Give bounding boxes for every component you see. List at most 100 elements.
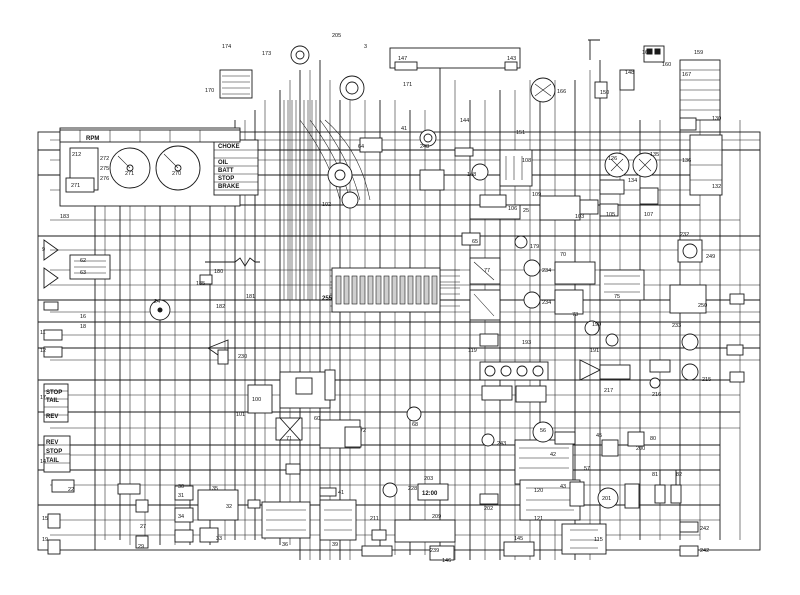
ref-80: 80 xyxy=(650,436,656,442)
ref-81: 81 xyxy=(652,472,658,478)
fuse-row xyxy=(335,275,438,305)
ref-121: 121 xyxy=(534,516,543,522)
ref-174: 174 xyxy=(222,44,231,50)
ref-181: 181 xyxy=(246,294,255,300)
right-components xyxy=(461,232,745,389)
ref-250: 250 xyxy=(698,303,707,309)
label-batt: BATT xyxy=(218,168,234,174)
ref-234a: 234 xyxy=(542,268,551,274)
ref-143: 143 xyxy=(507,56,516,62)
ref-239: 239 xyxy=(430,548,439,554)
ref-9: 9 xyxy=(42,247,45,253)
ref-100: 100 xyxy=(252,397,261,403)
ref-182: 182 xyxy=(216,304,225,310)
lower-left-components xyxy=(117,463,393,557)
ref-170: 170 xyxy=(205,88,214,94)
lamp-cluster xyxy=(479,361,549,403)
dial-label-271b: 271 xyxy=(125,171,134,177)
ref-39: 39 xyxy=(332,542,338,548)
ref-242b: 242 xyxy=(700,548,709,554)
ref-73: 73 xyxy=(572,312,578,318)
ref-144: 144 xyxy=(460,118,469,124)
ref-145: 145 xyxy=(514,536,523,542)
ref-135: 135 xyxy=(650,152,659,158)
ref-132: 132 xyxy=(712,184,721,190)
ref-205: 205 xyxy=(332,33,341,39)
ref-193: 193 xyxy=(522,340,531,346)
label-rpm: RPM xyxy=(86,136,99,142)
ref-243: 243 xyxy=(497,441,506,447)
dial-label-271: 271 xyxy=(71,183,80,189)
ref-275: 275 xyxy=(100,166,109,172)
ref-102: 102 xyxy=(322,202,331,208)
ref-148: 148 xyxy=(625,70,634,76)
connector-label-255: 255 xyxy=(322,296,333,302)
ref-65: 65 xyxy=(472,239,478,245)
ref-32: 32 xyxy=(226,504,232,510)
ref-171: 171 xyxy=(403,82,412,88)
ref-29: 29 xyxy=(138,544,144,550)
ref-249: 249 xyxy=(706,254,715,260)
ref-191: 191 xyxy=(590,348,599,354)
ref-200: 200 xyxy=(636,446,645,452)
ref-34: 34 xyxy=(178,514,184,520)
side-rev-2: REV xyxy=(46,440,58,446)
ref-217: 217 xyxy=(604,388,613,394)
ref-134: 134 xyxy=(628,178,637,184)
fuse-box: 255 xyxy=(322,267,441,313)
ref-70: 70 xyxy=(560,252,566,258)
ref-161: 161 xyxy=(642,50,651,56)
ref-272: 272 xyxy=(100,156,109,162)
side-tail-1: TAIL xyxy=(46,398,59,404)
ref-160: 160 xyxy=(662,62,671,68)
ref-31: 31 xyxy=(178,493,184,499)
ref-25: 25 xyxy=(523,208,529,214)
ref-215: 215 xyxy=(702,377,711,383)
lower-centre-components: 12:00 xyxy=(382,406,699,561)
ref-167: 167 xyxy=(682,72,691,78)
ref-183: 183 xyxy=(60,214,69,220)
ref-43: 43 xyxy=(560,484,566,490)
ref-12: 12 xyxy=(40,348,46,354)
ref-211: 211 xyxy=(370,516,379,522)
left-middle-components xyxy=(69,254,362,449)
ref-105: 105 xyxy=(606,212,615,218)
ref-228: 228 xyxy=(408,486,417,492)
ref-60: 60 xyxy=(314,416,320,422)
ref-166: 166 xyxy=(557,89,566,95)
ref-108: 108 xyxy=(522,158,531,164)
ref-147: 147 xyxy=(398,56,407,62)
ref-64: 64 xyxy=(358,144,364,150)
ref-62: 62 xyxy=(80,258,86,264)
ref-72: 72 xyxy=(360,428,366,434)
reference-numbers: 205 3 173 174 170 147 143 171 148 159 16… xyxy=(40,33,721,564)
label-choke: CHOKE xyxy=(218,144,240,150)
ref-201: 201 xyxy=(602,496,611,502)
ref-190: 190 xyxy=(592,322,601,328)
ref-3: 3 xyxy=(364,44,367,50)
ref-77: 77 xyxy=(484,268,490,274)
ref-120: 120 xyxy=(534,488,543,494)
ref-56: 56 xyxy=(540,428,546,434)
ref-36: 36 xyxy=(282,542,288,548)
mid-right-components xyxy=(327,129,659,221)
ref-209: 209 xyxy=(432,514,441,520)
ref-24: 24 xyxy=(154,299,160,305)
ref-33: 33 xyxy=(216,536,222,542)
ref-115: 115 xyxy=(594,537,603,543)
ref-242a: 242 xyxy=(700,526,709,532)
ref-180: 180 xyxy=(214,269,223,275)
ref-30: 30 xyxy=(178,484,184,490)
side-stop-1: STOP xyxy=(46,390,62,396)
side-rev-1: REV xyxy=(46,414,58,420)
ref-203: 203 xyxy=(424,476,433,482)
label-brake: BRAKE xyxy=(218,184,239,190)
ref-14: 14 xyxy=(40,459,46,465)
ref-234b: 234 xyxy=(542,300,551,306)
ref-16: 16 xyxy=(80,314,86,320)
ref-57: 57 xyxy=(584,466,590,472)
ref-103: 103 xyxy=(575,214,584,220)
ref-41: 41 xyxy=(401,126,407,132)
ref-216: 216 xyxy=(652,392,661,398)
